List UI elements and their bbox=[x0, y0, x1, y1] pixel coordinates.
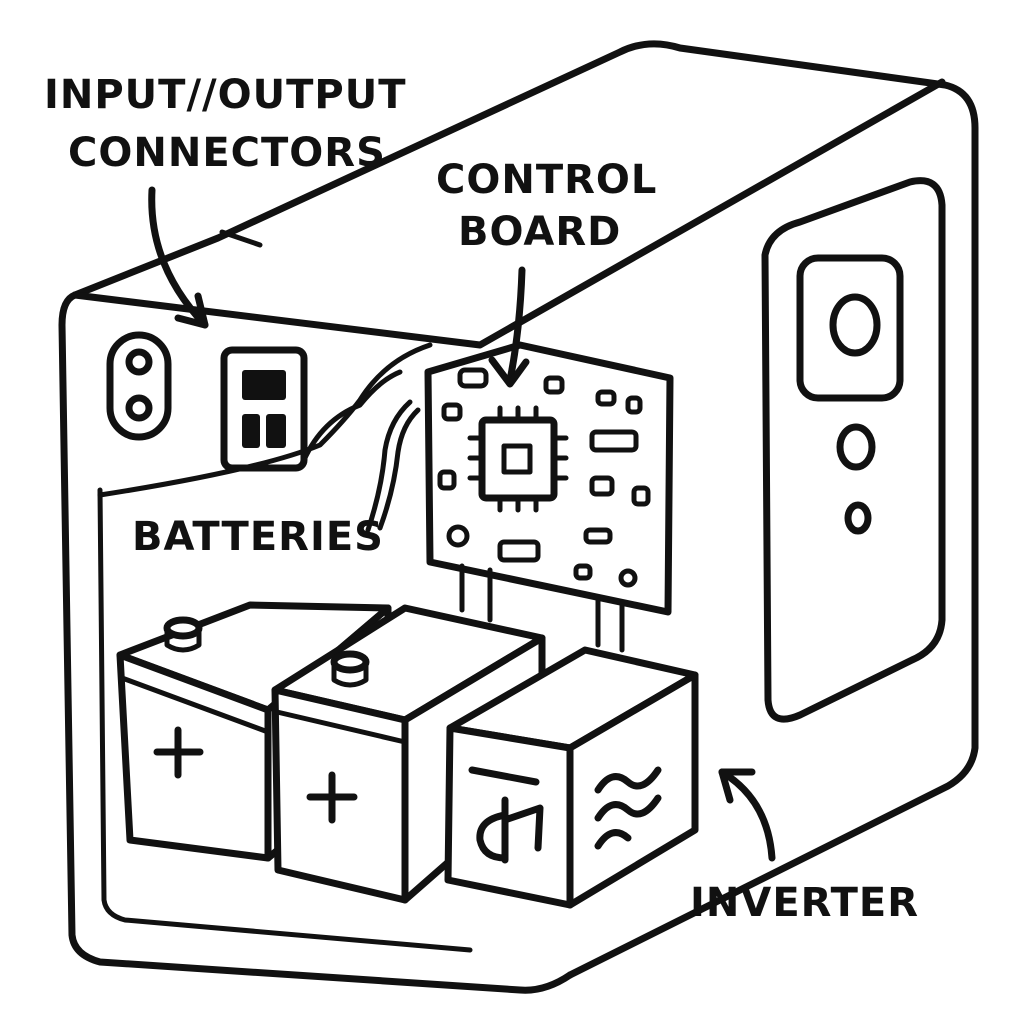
inverter bbox=[444, 646, 699, 909]
dc-symbol-icon bbox=[468, 766, 544, 864]
ac-wave-icon bbox=[594, 766, 662, 850]
socket-icon bbox=[106, 331, 172, 441]
control-board bbox=[424, 341, 674, 653]
display-icon bbox=[220, 346, 308, 472]
control-board-label-line2: BOARD bbox=[458, 209, 622, 255]
power-button-icon bbox=[796, 254, 904, 402]
io-connectors-label-line2: CONNECTORS bbox=[68, 130, 386, 176]
side-panel bbox=[761, 177, 946, 723]
io-arrow bbox=[148, 186, 209, 329]
chip-icon bbox=[467, 405, 569, 513]
batteries-label: BATTERIES bbox=[132, 514, 384, 560]
control-arrow bbox=[506, 266, 526, 384]
inverter-arrow bbox=[718, 768, 776, 862]
device-casing bbox=[58, 40, 979, 994]
io-connectors bbox=[106, 331, 403, 472]
plus-icon bbox=[306, 771, 358, 824]
io-connectors-label-line1: INPUT//OUTPUT bbox=[44, 72, 407, 118]
plus-icon bbox=[153, 726, 204, 779]
label-arrows bbox=[148, 186, 776, 862]
inverter-label: INVERTER bbox=[690, 880, 920, 926]
control-board-label-line1: CONTROL bbox=[436, 157, 658, 203]
batteries-lead bbox=[365, 399, 413, 533]
